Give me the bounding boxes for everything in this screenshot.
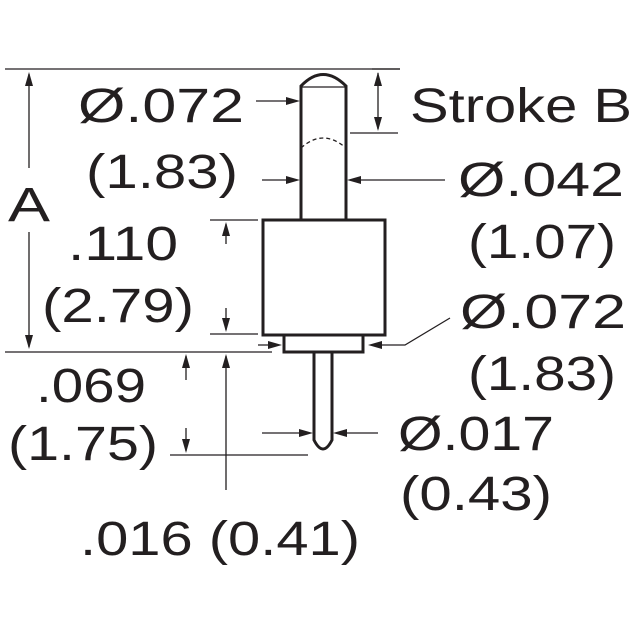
dimension-lines [5,68,451,490]
flange-left-arrow [268,341,282,349]
dim-a-arrow-top [25,72,33,86]
tail-arrow-top [182,354,190,368]
tail-dia-arrow-left [299,429,313,437]
labels: Ø.072 (1.83) Stroke B Ø.042 (1.07) A .11… [8,80,632,566]
stroke-arrow-bottom [374,117,382,131]
plunger-dia-in-label: Ø.042 [458,154,624,207]
flange-thk-arrow [222,354,230,368]
body-len-in-label: .110 [68,218,178,271]
plunger-dia-arrow-left [286,176,300,184]
flange-thk-label: .016 (0.41) [80,513,360,566]
barrel [261,218,387,337]
flange-dia-in-label: Ø.072 [460,286,626,339]
flange-dia-leader [372,317,451,346]
overall-a-label: A [8,179,50,232]
flange-dia-mm-label: (1.83) [468,348,616,401]
plunger-dia-arrow-right [347,176,361,184]
flange [282,333,365,354]
plunger-inner-dome [300,137,347,149]
stroke-label: Stroke B [410,80,632,133]
tail-dia-mm-label: (0.43) [400,468,552,521]
tail-dia-arrow-right [333,429,347,437]
head-dia-mm-label: (1.83) [86,146,238,199]
tail-len-in-label: .069 [36,360,146,413]
tail-dia-in-label: Ø.017 [398,408,554,461]
body-arrow-bottom [222,318,230,332]
tail-len-mm-label: (1.75) [8,418,158,471]
part-outline [261,73,387,451]
plunger-dia-mm-label: (1.07) [468,216,616,269]
body-arrow-top [222,222,230,236]
tail-arrow-bottom [182,439,190,453]
tail-pin [312,350,334,451]
flange-dia-arrow [368,341,382,349]
body-len-mm-label: (2.79) [42,280,194,333]
head-dia-in-label: Ø.072 [78,80,244,133]
stroke-arrow-top [374,72,382,86]
head-dia-arrow [286,97,300,105]
dim-a-arrow-bottom [25,335,33,349]
plunger [299,73,348,222]
